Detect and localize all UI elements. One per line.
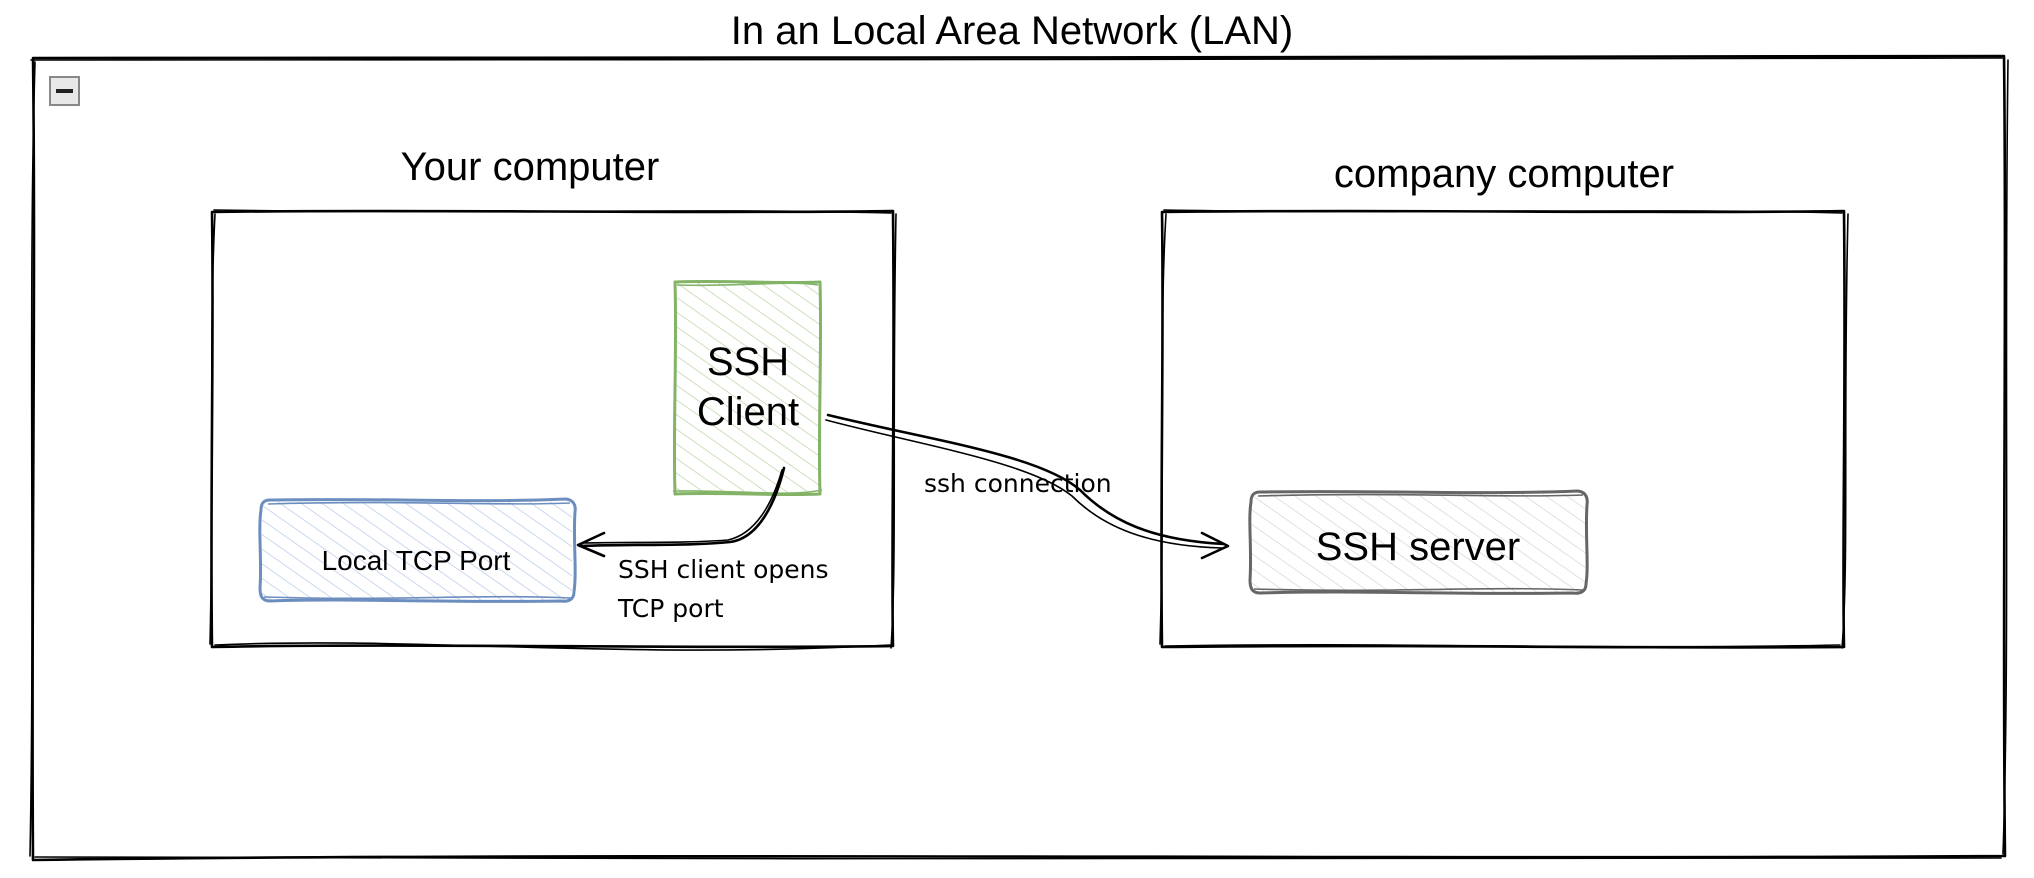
lan-container[interactable] [29,54,2009,862]
ssh-client-label-line1: SSH [707,340,789,384]
opens-port-label-line2: TCP port [617,594,724,623]
your-computer-box[interactable] [209,209,897,651]
ssh-client-box[interactable]: SSH Client [672,279,823,497]
local-tcp-port-label: Local TCP Port [322,545,511,576]
arrowhead-left-icon [576,531,606,558]
company-computer-box[interactable] [1159,209,1849,649]
local-tcp-port-box[interactable]: Local TCP Port [258,497,577,603]
arrowhead-right-icon [1200,531,1230,560]
collapse-button[interactable] [49,76,80,106]
minus-icon [56,89,73,93]
ssh-server-label: SSH server [1316,525,1521,569]
your-computer-label: Your computer [401,145,660,189]
ssh-connection-label: ssh connection [924,469,1112,498]
opens-port-label-line1: SSH client opens [618,555,829,584]
diagram-title: In an Local Area Network (LAN) [731,9,1293,53]
ssh-connection-connector[interactable] [825,413,1230,560]
ssh-server-box[interactable]: SSH server [1248,489,1589,595]
company-computer-label: company computer [1334,152,1674,196]
ssh-client-label-line2: Client [697,390,799,434]
opens-port-connector[interactable] [576,466,786,558]
